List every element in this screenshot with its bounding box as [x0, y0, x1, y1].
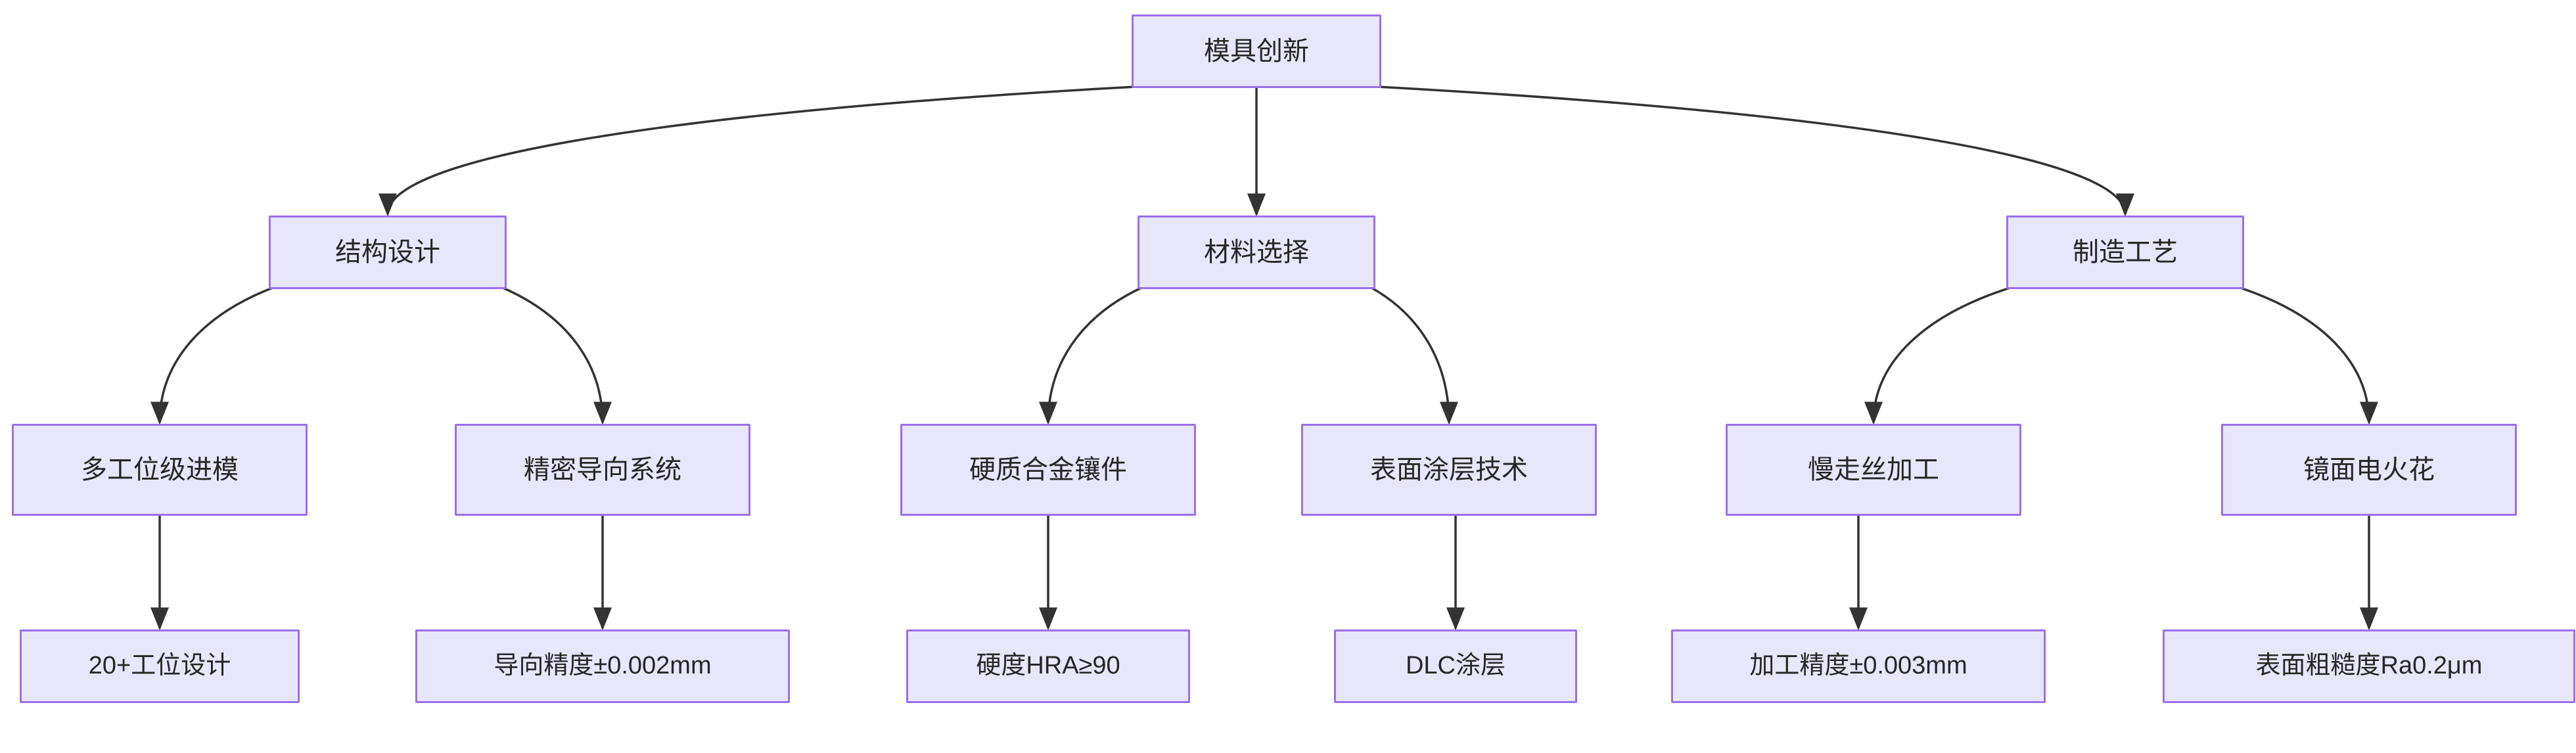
flow-edge-l1a-to-l2b — [502, 286, 612, 425]
flow-node-l2c[interactable]: 硬质合金镶件 — [900, 424, 1196, 516]
flow-node-l3a[interactable]: 20+工位设计 — [20, 629, 300, 703]
flow-node-l1c[interactable]: 制造工艺 — [2006, 216, 2244, 289]
flow-node-label: 20+工位设计 — [88, 652, 231, 680]
flow-edge-root-to-l1c — [1377, 85, 2134, 217]
flow-node-root[interactable]: 模具创新 — [1132, 14, 1381, 88]
flow-edge-l1a-to-l2a — [150, 286, 273, 425]
flow-node-label: 制造工艺 — [2073, 238, 2178, 267]
edge-paths — [150, 85, 2378, 631]
flow-node-l3b[interactable]: 导向精度±0.002mm — [415, 629, 790, 703]
flow-node-l3f[interactable]: 表面粗糙度Ra0.2μm — [2163, 629, 2575, 703]
flow-node-label: 精密导向系统 — [524, 455, 681, 484]
flow-node-label: 多工位级进模 — [81, 455, 239, 484]
flow-node-l3d[interactable]: DLC涂层 — [1334, 629, 1577, 703]
flow-edge-root-to-l1a — [379, 85, 1136, 217]
flow-node-label: 加工精度±0.003mm — [1749, 652, 1967, 680]
flow-node-l2a[interactable]: 多工位级进模 — [12, 424, 308, 516]
flow-node-label: 慢走丝加工 — [1808, 455, 1939, 484]
flow-node-l2d[interactable]: 表面涂层技术 — [1301, 424, 1597, 516]
flow-node-label: 材料选择 — [1204, 238, 1309, 267]
flow-node-label: 导向精度±0.002mm — [494, 652, 712, 680]
flow-edge-l1c-to-l2e — [1864, 286, 2011, 425]
flow-node-l1a[interactable]: 结构设计 — [269, 216, 507, 289]
flow-edge-l1b-to-l2d — [1371, 286, 1458, 425]
flow-node-l1b[interactable]: 材料选择 — [1138, 216, 1375, 289]
flow-node-l2f[interactable]: 镜面电火花 — [2221, 424, 2517, 516]
flow-node-l3c[interactable]: 硬度HRA≥90 — [906, 629, 1190, 703]
flow-edge-l1b-to-l2c — [1039, 286, 1142, 425]
flow-node-label: 表面粗糙度Ra0.2μm — [2255, 652, 2483, 680]
flow-node-l3e[interactable]: 加工精度±0.003mm — [1671, 629, 2046, 703]
flow-node-label: 镜面电火花 — [2303, 455, 2435, 484]
flow-node-label: 硬度HRA≥90 — [976, 652, 1120, 680]
flow-node-label: DLC涂层 — [1405, 652, 1506, 680]
flow-node-label: 结构设计 — [335, 238, 440, 267]
flow-node-l2b[interactable]: 精密导向系统 — [455, 424, 750, 516]
flow-node-label: 硬质合金镶件 — [969, 455, 1127, 484]
flow-node-label: 模具创新 — [1204, 37, 1309, 66]
flow-node-label: 表面涂层技术 — [1370, 455, 1528, 484]
flow-edge-l1c-to-l2f — [2240, 286, 2378, 425]
flow-node-l2e[interactable]: 慢走丝加工 — [1726, 424, 2021, 516]
